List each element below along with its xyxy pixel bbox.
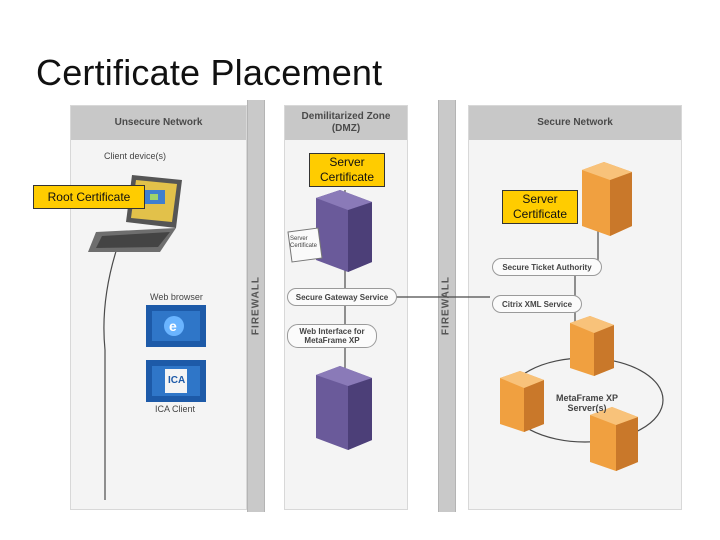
secure-server-top-icon (582, 162, 632, 236)
web-browser-label: Web browser (150, 292, 203, 302)
root-certificate-callout: Root Certificate (33, 185, 145, 209)
ica-client-label: ICA Client (155, 404, 196, 414)
citrix-xml-service: Citrix XML Service (492, 295, 582, 313)
connector-client-browser (103, 244, 119, 500)
secure-gateway-service: Secure Gateway Service (287, 288, 397, 306)
secure-network-header: Secure Network (469, 106, 681, 140)
ica-client-icon (146, 360, 206, 402)
firewall-left (247, 100, 265, 512)
metaframe-server-1-icon (570, 316, 614, 376)
ica-logo-text: ICA (168, 375, 186, 386)
web-interface-metaframe: Web Interface for MetaFrame XP (287, 324, 377, 348)
metaframe-server-2-icon (500, 371, 544, 432)
dmz-header: Demilitarized Zone (DMZ) (285, 106, 407, 140)
metaframe-server-3-icon (590, 407, 638, 471)
dmz-server-bottom-icon (316, 366, 372, 450)
dmz-server-certificate-callout: Server Certificate (309, 153, 385, 187)
slide-title: Certificate Placement (36, 52, 383, 93)
web-browser-icon: e (146, 305, 206, 347)
firewall-right (438, 100, 456, 512)
unsecure-network-header: Unsecure Network (71, 106, 246, 140)
secure-ticket-authority: Secure Ticket Authority (492, 258, 602, 276)
secure-server-certificate-callout: Server Certificate (502, 190, 578, 224)
dmz-server-top-icon (316, 190, 372, 272)
server-certificate-tag-icon (287, 227, 323, 263)
client-devices-label: Client device(s) (104, 151, 167, 161)
svg-text:e: e (169, 318, 177, 334)
server-certificate-tag-label: Server Certificate (290, 236, 318, 249)
metaframe-servers-label: MetaFrame XP Server(s) (555, 393, 619, 413)
